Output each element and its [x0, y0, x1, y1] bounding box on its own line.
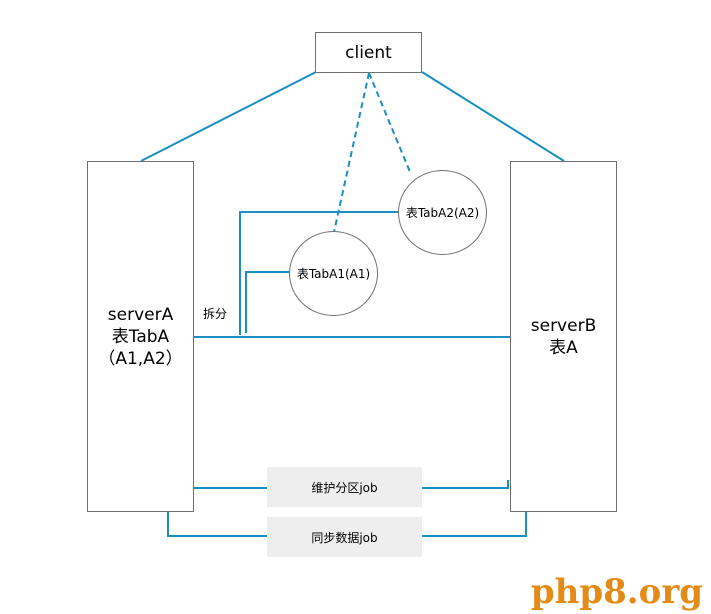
- split-to-partition2-line: [239, 211, 398, 335]
- client-box: client: [315, 32, 422, 73]
- client-label: client: [345, 42, 392, 63]
- serverB-name: serverB: [530, 315, 597, 336]
- client-partition2-dashed-line: [368, 72, 411, 173]
- partition-a1-label: 表TabA1(A1): [296, 267, 371, 281]
- serverA-partitions-label: （A1,A2）: [98, 348, 183, 369]
- watermark-logo: php8.org: [530, 572, 703, 612]
- partition-a2-label: 表TabA2(A2): [405, 206, 480, 220]
- split-to-partition1-line: [245, 271, 290, 333]
- serverB-box: serverB 表A: [510, 161, 617, 512]
- serverA-name: serverA: [107, 304, 174, 325]
- client-serverA-line: [140, 71, 317, 162]
- serverB-table-label: 表A: [549, 337, 578, 358]
- maintain-partition-job-box: 维护分区job: [267, 467, 422, 507]
- sync-data-job-box: 同步数据job: [267, 517, 422, 557]
- maintain-partition-job-label: 维护分区job: [311, 480, 378, 495]
- client-partition1-dashed-line: [333, 72, 370, 233]
- client-serverB-line: [421, 71, 565, 162]
- serverA-table-label: 表TabA: [111, 326, 170, 347]
- partition-circle-a1: 表TabA1(A1): [289, 231, 378, 316]
- partition-circle-a2: 表TabA2(A2): [398, 170, 487, 255]
- serverA-box: serverA 表TabA （A1,A2）: [87, 161, 194, 512]
- split-label: 拆分: [203, 307, 228, 321]
- sync-data-job-label: 同步数据job: [311, 530, 378, 545]
